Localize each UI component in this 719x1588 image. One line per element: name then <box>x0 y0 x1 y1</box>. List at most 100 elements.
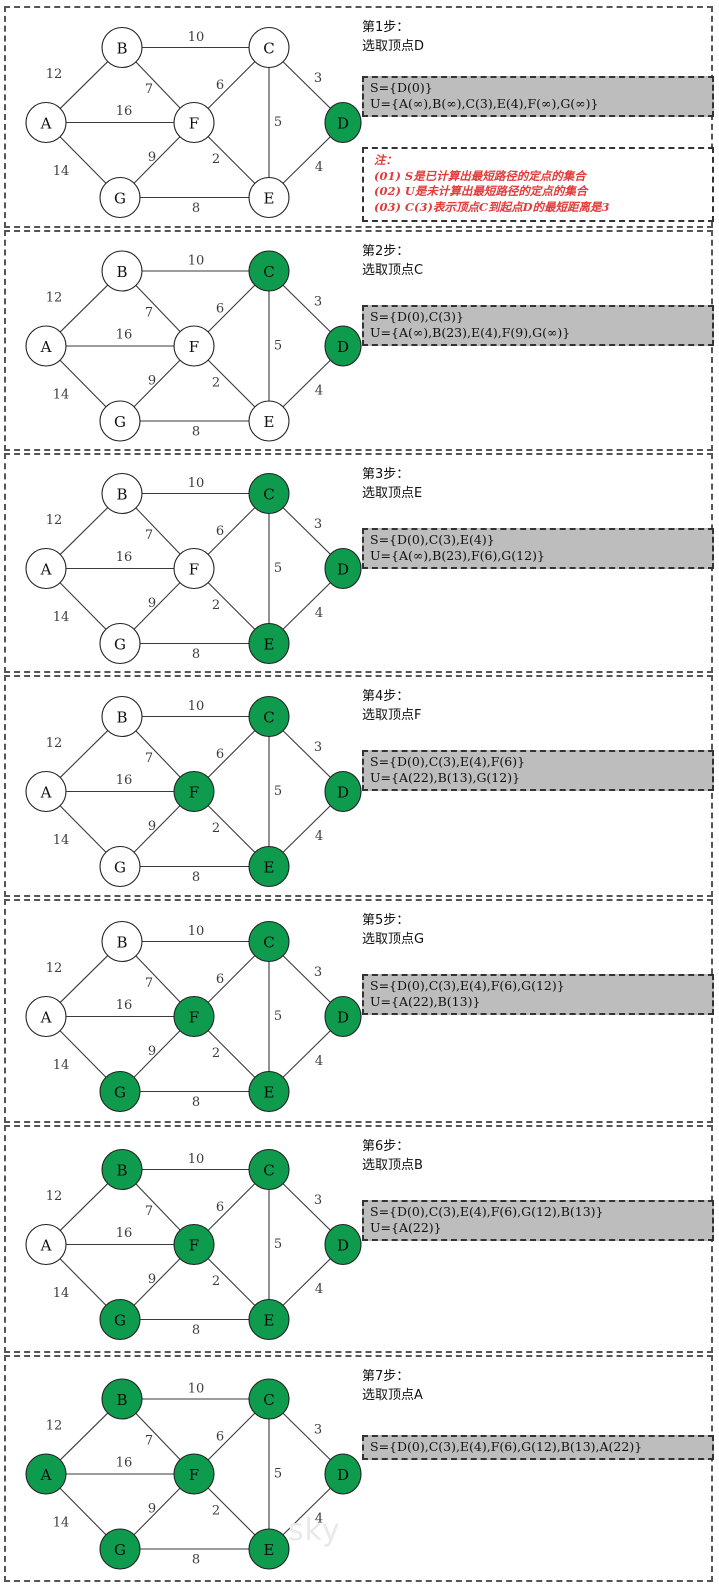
graph-node-A[interactable] <box>25 101 67 144</box>
graph-node-C[interactable] <box>248 250 290 292</box>
graph-node-E[interactable] <box>248 845 290 888</box>
graph-node-label-D: D <box>337 1009 349 1027</box>
edge-weight-BF: 7 <box>145 1434 153 1449</box>
set-state-box: S={D(0)} U={A(∞),B(∞),C(3),E(4),F(∞),G(∞… <box>362 76 714 117</box>
graph-node-C[interactable] <box>248 920 290 963</box>
graph-node-F[interactable] <box>173 101 215 144</box>
edge-weight-BF: 7 <box>145 528 153 543</box>
graph-edge-FE <box>207 359 256 408</box>
graph-node-B[interactable] <box>101 920 143 963</box>
graph-node-D[interactable] <box>324 101 362 144</box>
graph-node-G[interactable] <box>99 1298 141 1341</box>
edge-weight-AB: 12 <box>46 1189 63 1204</box>
graph-node-C[interactable] <box>248 695 290 738</box>
edge-weight-ED: 4 <box>315 1054 323 1069</box>
edge-weight-AG: 14 <box>53 1286 70 1301</box>
edge-weight-AG: 14 <box>53 610 70 625</box>
graph-node-C[interactable] <box>248 1378 290 1420</box>
graph-node-E[interactable] <box>248 1298 290 1341</box>
graph-edge-AG <box>59 359 107 408</box>
graph-edge-FG <box>133 1487 181 1536</box>
graph-node-A[interactable] <box>25 547 67 590</box>
graph-edge-BF <box>135 1413 181 1460</box>
graph-node-G[interactable] <box>99 1070 141 1113</box>
graph-node-A[interactable] <box>25 1453 67 1495</box>
edge-weight-BF: 7 <box>145 82 153 97</box>
graph-node-F[interactable] <box>173 995 215 1038</box>
graph-node-label-F: F <box>189 784 199 802</box>
graph-node-G[interactable] <box>99 622 141 665</box>
edge-weight-BC: 10 <box>188 1382 205 1397</box>
graph-node-label-G: G <box>114 859 126 877</box>
graph-node-E[interactable] <box>248 622 290 665</box>
graph-node-D[interactable] <box>324 995 362 1038</box>
graph-node-label-A: A <box>40 115 52 133</box>
set-state-box: S={D(0),C(3),E(4),F(6),G(12),B(13),A(22)… <box>362 1435 714 1460</box>
graph-node-E[interactable] <box>248 1528 290 1570</box>
graph-edge-CD <box>282 61 331 109</box>
edge-weight-FG: 9 <box>148 1272 156 1287</box>
graph-edge-ED <box>282 805 331 853</box>
graph-node-label-G: G <box>114 1084 126 1102</box>
graph-node-D[interactable] <box>324 770 362 813</box>
graph-node-E[interactable] <box>248 176 290 219</box>
graph-node-label-E: E <box>264 1312 275 1330</box>
edge-weight-ED: 4 <box>315 1282 323 1297</box>
graph-node-G[interactable] <box>99 400 141 442</box>
edge-weight-AG: 14 <box>53 1516 70 1531</box>
graph-node-B[interactable] <box>101 472 143 515</box>
edge-weight-AB: 12 <box>46 736 63 751</box>
edge-weight-FG: 9 <box>148 1502 156 1517</box>
graph-node-F[interactable] <box>173 770 215 813</box>
edge-weight-CD: 3 <box>314 965 322 980</box>
graph-node-D[interactable] <box>324 1453 362 1495</box>
graph-node-D[interactable] <box>324 547 362 590</box>
graph-node-B[interactable] <box>101 26 143 69</box>
graph-node-label-G: G <box>114 1541 126 1559</box>
edge-weight-CD: 3 <box>314 1423 322 1438</box>
edge-weight-CD: 3 <box>314 517 322 532</box>
graph-node-label-C: C <box>263 1162 274 1180</box>
graph-node-B[interactable] <box>101 1378 143 1420</box>
graph-node-B[interactable] <box>101 1148 143 1191</box>
edge-weight-BC: 10 <box>188 924 205 939</box>
graph-node-A[interactable] <box>25 1223 67 1266</box>
graph-node-A[interactable] <box>25 995 67 1038</box>
graph-node-E[interactable] <box>248 400 290 442</box>
edge-weight-BC: 10 <box>188 254 205 269</box>
graph-node-D[interactable] <box>324 1223 362 1266</box>
graph-node-G[interactable] <box>99 176 141 219</box>
graph-node-D[interactable] <box>324 325 362 367</box>
graph-node-G[interactable] <box>99 845 141 888</box>
graph-node-label-G: G <box>114 190 126 208</box>
graph-node-F[interactable] <box>173 1453 215 1495</box>
graph-node-E[interactable] <box>248 1070 290 1113</box>
edge-weight-GE: 8 <box>192 425 200 440</box>
graph-node-label-B: B <box>116 486 127 504</box>
graph-node-C[interactable] <box>248 1148 290 1191</box>
graph-node-B[interactable] <box>101 250 143 292</box>
graph-node-F[interactable] <box>173 547 215 590</box>
graph-node-A[interactable] <box>25 325 67 367</box>
graph-node-label-B: B <box>116 263 127 281</box>
graph-node-C[interactable] <box>248 472 290 515</box>
graph-node-G[interactable] <box>99 1528 141 1570</box>
graph-node-B[interactable] <box>101 695 143 738</box>
set-state-box: S={D(0),C(3)} U={A(∞),B(23),E(4),F(9),G(… <box>362 305 714 346</box>
edge-weight-ED: 4 <box>315 1512 323 1527</box>
graph-node-F[interactable] <box>173 325 215 367</box>
graph-node-F[interactable] <box>173 1223 215 1266</box>
edge-weight-AB: 12 <box>46 513 63 528</box>
graph-node-label-G: G <box>114 1312 126 1330</box>
graph-node-C[interactable] <box>248 26 290 69</box>
graph-node-A[interactable] <box>25 770 67 813</box>
graph-edge-CF <box>207 1412 256 1461</box>
